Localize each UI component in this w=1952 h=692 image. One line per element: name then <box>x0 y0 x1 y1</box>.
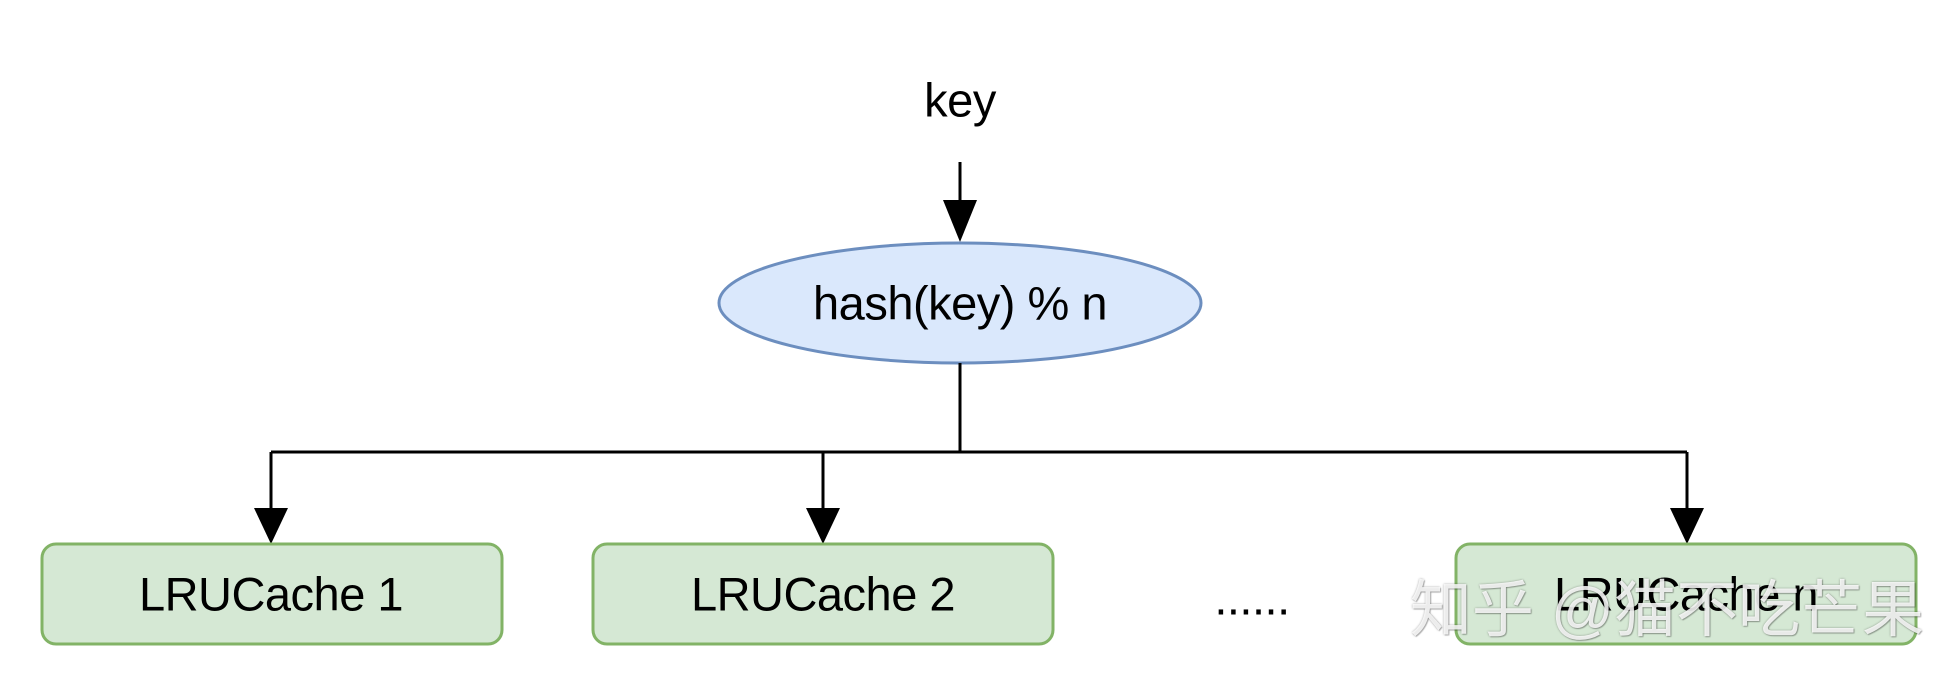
cache2-node-label: LRUCache 2 <box>690 567 956 621</box>
cacheN-node-shape <box>1454 542 1918 646</box>
hash-node-label: hash(key) % n <box>813 276 1107 330</box>
key-label: key <box>924 73 996 127</box>
arrowhead-hash <box>943 200 977 242</box>
arrowhead-cache1 <box>254 508 288 544</box>
cache2-node-shape <box>591 542 1055 646</box>
cache1-node-label: LRUCache 1 <box>138 567 404 621</box>
watermark-text: 知乎 @猫不吃芒果 <box>1409 576 1924 645</box>
cache1-node-shape <box>40 542 504 646</box>
arrowhead-cache2 <box>806 508 840 544</box>
ellipsis-label: ...... <box>1214 571 1290 625</box>
arrowhead-cacheN <box>1670 508 1704 544</box>
cacheN-node-label: LRUCache n <box>1553 567 1819 621</box>
